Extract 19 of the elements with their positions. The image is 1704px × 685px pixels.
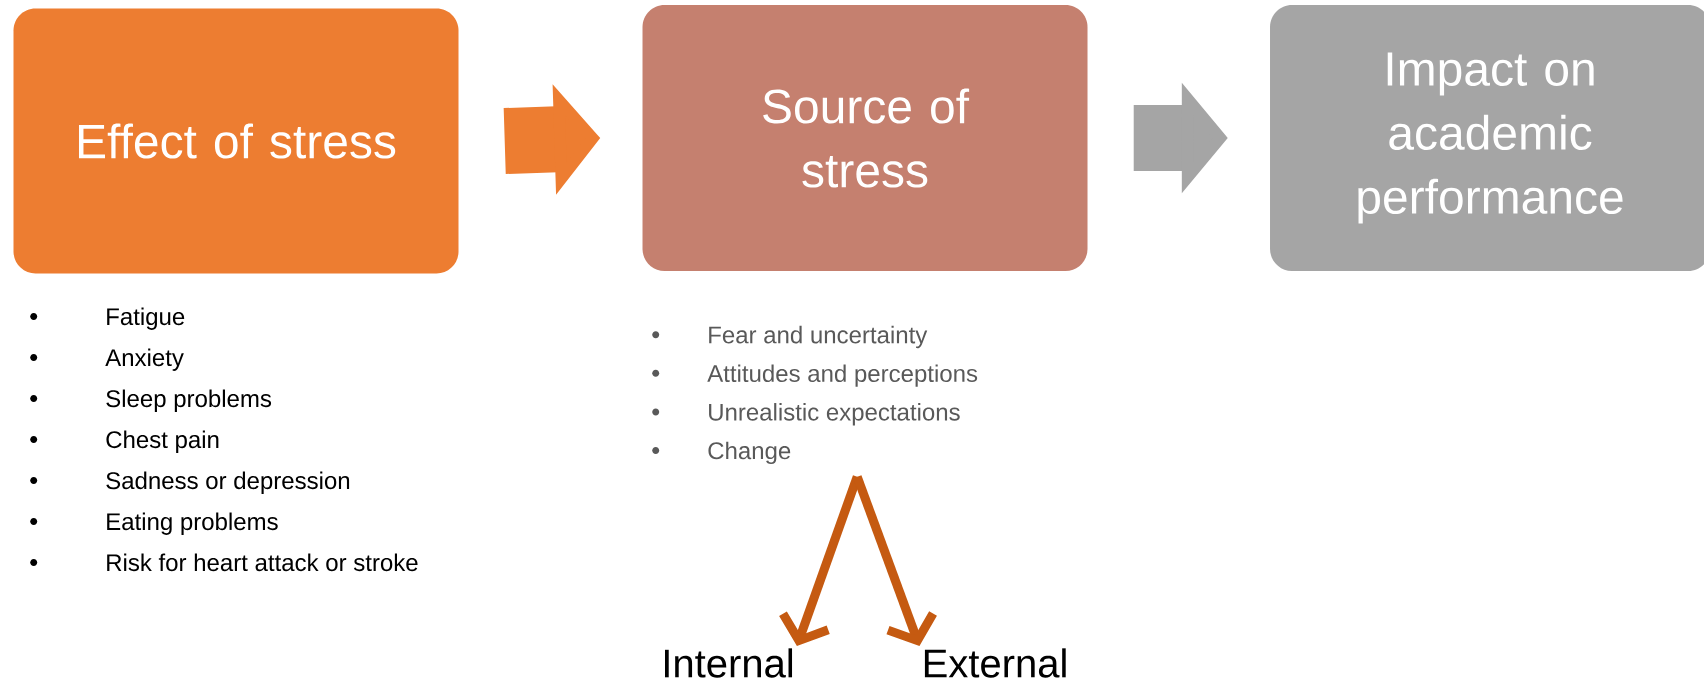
node-label: Eating problems	[107, 512, 278, 535]
process-box: Effect of stress	[13, 8, 459, 274]
node-label: Change	[708, 441, 791, 465]
node-label: Risk for heart attack or stroke	[107, 553, 418, 572]
node-label: Anxiety	[105, 348, 184, 371]
node-label: Unrealistic expectations	[709, 403, 960, 426]
bullet-list: Fatigue Anxiety Sleep problems Chest pain Sadness or depression Eating problems Risk for heart attack or stroke	[30, 307, 418, 572]
node-label: Sadness or depression	[106, 471, 350, 494]
arrow	[853, 475, 937, 647]
bullet-list: Fear and uncertainty Attitudes and perceptions Unrealistic expectations Change	[652, 325, 978, 464]
category-label: Internal	[665, 648, 793, 678]
node-label: Attitudes and perceptions	[707, 364, 978, 387]
node-label: Sleep problems	[106, 389, 272, 412]
node-label: Fear and uncertainty	[709, 325, 928, 349]
node-label: Chest pain	[106, 430, 219, 453]
process-box: Source of stress	[642, 5, 1088, 271]
process-box: Impact on academic performance	[1270, 5, 1704, 271]
node-label: Fatigue	[107, 307, 185, 330]
category-label: External	[924, 648, 1066, 678]
